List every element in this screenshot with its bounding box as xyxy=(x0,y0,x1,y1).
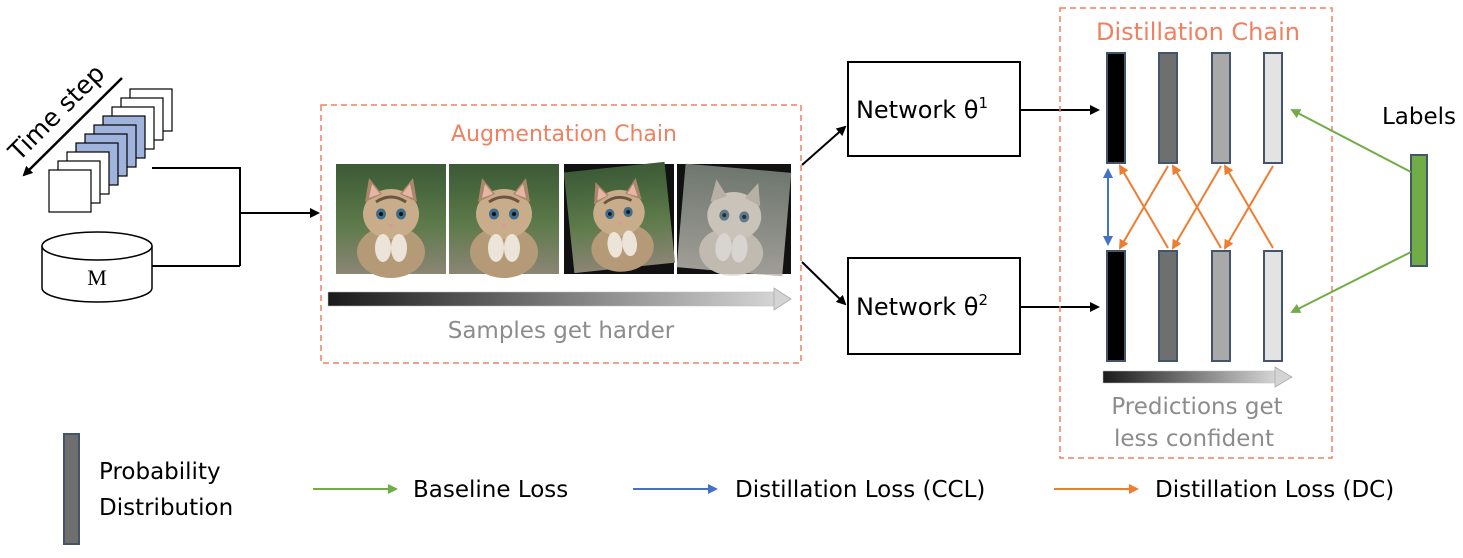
prediction-bar-top-2 xyxy=(1158,52,1178,164)
augmented-image-1 xyxy=(334,162,448,280)
arrow-to-network-1 xyxy=(801,125,847,166)
legend-ccl-label: Distillation Loss (CCL) xyxy=(735,477,985,503)
prediction-bar-top-3 xyxy=(1211,52,1231,164)
augmented-image-2 xyxy=(447,162,561,280)
difficulty-gradient-arrow xyxy=(327,287,792,311)
prediction-bar-bottom-1 xyxy=(1106,250,1126,362)
distillation-caption-line-1: Predictions get xyxy=(1111,394,1282,420)
stack-connector xyxy=(152,167,241,266)
prediction-bar-bottom-2 xyxy=(1158,250,1178,362)
distillation-title: Distillation Chain xyxy=(1096,18,1300,46)
baseline-arrow-top xyxy=(1290,109,1412,173)
memory-buffer-icon xyxy=(41,231,153,303)
memory-buffer-label: M xyxy=(87,265,107,290)
legend-probability-line-1: Probability xyxy=(99,459,221,485)
distillation-chain-box xyxy=(1059,7,1333,459)
prediction-bar-top-1 xyxy=(1106,52,1126,164)
arrow-to-network-2 xyxy=(801,261,847,306)
network-1-box xyxy=(847,61,1021,157)
dc-arrows xyxy=(1118,164,1274,250)
distillation-caption-line-2: less confident xyxy=(1114,426,1274,452)
augmented-image-3 xyxy=(562,160,677,279)
label-bar xyxy=(1410,154,1428,267)
time-step-stack xyxy=(48,88,173,213)
legend-dc-label: Distillation Loss (DC) xyxy=(1155,477,1394,503)
legend-probability-line-2: Distribution xyxy=(99,495,233,521)
augmentation-title: Augmentation Chain xyxy=(451,122,677,147)
confidence-gradient-arrow xyxy=(1102,366,1293,388)
baseline-arrow-bottom xyxy=(1290,251,1412,313)
prediction-bar-bottom-3 xyxy=(1211,250,1231,362)
legend-probability-bar xyxy=(63,433,80,545)
augmented-image-4 xyxy=(676,163,792,277)
augmentation-caption: Samples get harder xyxy=(448,318,675,344)
prediction-bar-bottom-4 xyxy=(1263,250,1283,362)
frame-10 xyxy=(48,169,92,213)
network-1-label: Network θ1 xyxy=(856,94,988,124)
prediction-bar-top-4 xyxy=(1263,52,1283,164)
augmentation-chain-box xyxy=(320,104,802,364)
labels-title: Labels xyxy=(1382,104,1456,130)
network-2-label: Network θ2 xyxy=(856,291,988,321)
legend-baseline-label: Baseline Loss xyxy=(413,477,568,503)
time-arrow xyxy=(22,77,123,177)
